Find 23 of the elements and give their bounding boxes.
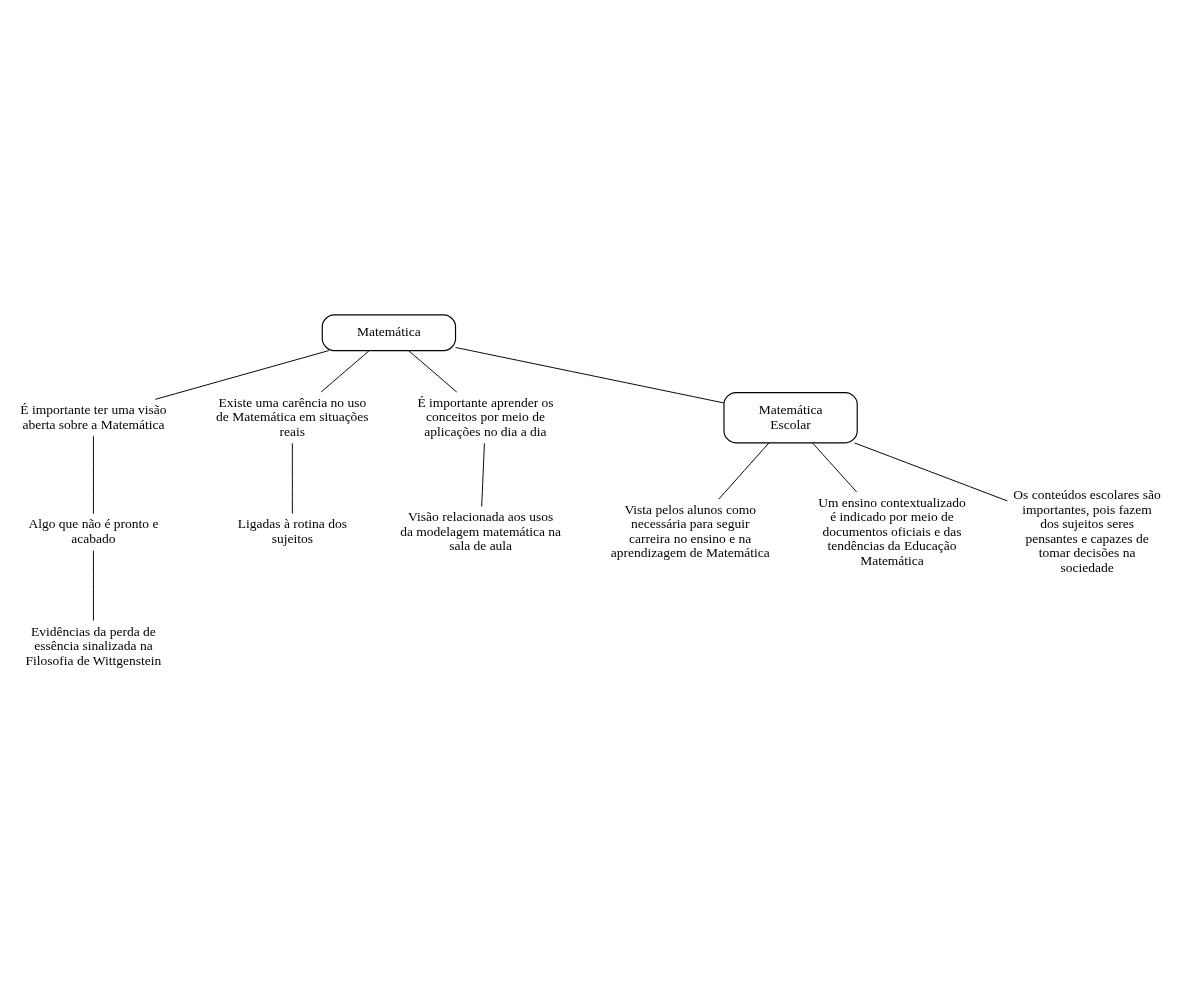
connector bbox=[718, 442, 770, 500]
node-text: Visão relacionada aos usos da modelagem matemática na sala de aula bbox=[400, 508, 562, 553]
connector bbox=[408, 349, 458, 392]
connector bbox=[320, 349, 370, 392]
node-text: Evidências da perda de essência sinalizada na Filosofia de Wittgenstein bbox=[25, 623, 162, 668]
node-text: Algo que não é pronto e acabado bbox=[28, 515, 159, 546]
node-box: Matemática bbox=[321, 313, 457, 351]
node-text: Um ensino contextualizado é indicado por meio de documentos oficiais e das tendências da Educação Matemática bbox=[818, 494, 966, 568]
node-text: Ligadas à rotina dos sujeitos bbox=[237, 515, 347, 546]
connector bbox=[291, 442, 293, 514]
connector bbox=[455, 346, 725, 403]
node-box: Matemática Escolar bbox=[723, 391, 858, 443]
node-text: Existe uma carência no uso de Matemática em situações reais bbox=[216, 394, 369, 439]
node-text: É importante aprender os conceitos por meio de aplicações no dia a dia bbox=[417, 394, 554, 439]
node-text: Os conteúdos escolares são importantes, pois fazem dos sujeitos seres pensantes e capazes de tomar decisões na sociedade bbox=[1013, 486, 1161, 575]
connector bbox=[92, 435, 94, 514]
node-text: Vista pelos alunos como necessária para seguir carreira no ensino e na aprendizagem de Matemática bbox=[610, 501, 770, 560]
connector bbox=[854, 441, 1008, 501]
node-text: É importante ter uma visão aberta sobre a Matemática bbox=[20, 401, 167, 432]
connector bbox=[154, 349, 330, 400]
connector bbox=[812, 442, 857, 492]
connector bbox=[481, 442, 485, 507]
connector bbox=[92, 549, 94, 621]
